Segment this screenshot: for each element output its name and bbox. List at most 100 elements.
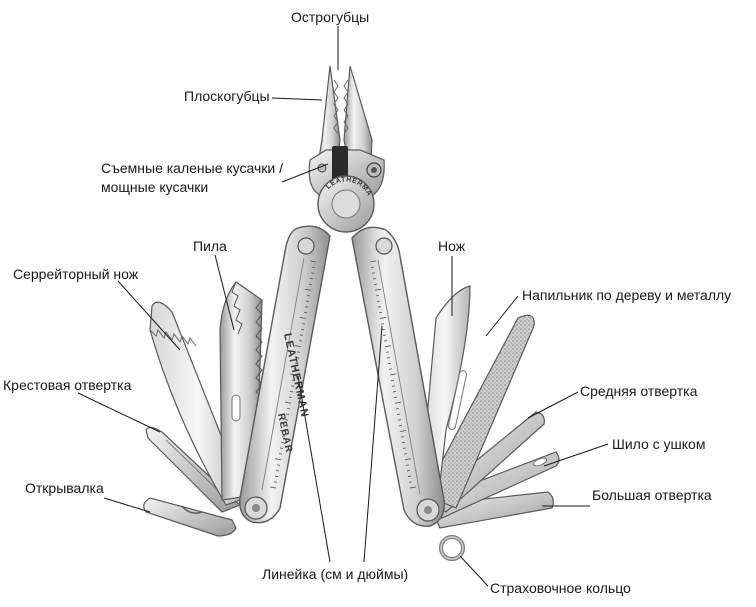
ruler-tick bbox=[369, 260, 376, 263]
leader-lines bbox=[77, 26, 609, 587]
ruler-tick bbox=[280, 430, 287, 432]
ruler-tick bbox=[279, 447, 284, 449]
label-wire-cutters: Съемные каленые кусачки / мощные кусачки bbox=[101, 160, 284, 195]
leader-ruler-right bbox=[363, 325, 383, 563]
ruler-tick bbox=[291, 379, 296, 382]
label-medium-screwdriver: Средняя отвертка bbox=[580, 383, 698, 399]
label-wood-metal-file: Напильник по дереву и металлу bbox=[522, 287, 732, 303]
label-knife: Нож bbox=[438, 238, 466, 254]
label-saw: Пила bbox=[193, 238, 227, 254]
ruler-tick bbox=[300, 317, 307, 319]
ruler-tick bbox=[399, 430, 406, 432]
ruler-tick bbox=[283, 424, 288, 427]
ruler-tick bbox=[294, 362, 299, 365]
label-phillips-screwdriver: Крестовая отвертка bbox=[3, 377, 132, 393]
ruler-tick bbox=[375, 294, 380, 297]
ruler-tick bbox=[370, 266, 375, 269]
ruler-tick bbox=[409, 486, 416, 489]
wood-metal-file-tool bbox=[423, 314, 535, 509]
leader-awl bbox=[543, 443, 609, 467]
ruler-tick bbox=[380, 323, 385, 325]
ruler-tick bbox=[288, 396, 293, 398]
ruler-tick bbox=[303, 311, 308, 314]
ruler-tick bbox=[394, 401, 401, 404]
ruler-tick bbox=[385, 351, 390, 353]
ruler-tick bbox=[391, 385, 396, 387]
ruler-tick bbox=[387, 362, 392, 365]
ruler-tick bbox=[398, 424, 403, 427]
ruler-tick bbox=[306, 294, 311, 297]
ruler-tick bbox=[376, 300, 381, 302]
label-awl: Шило с ушком bbox=[612, 436, 706, 452]
ruler-tick bbox=[402, 447, 407, 449]
ruler-tick bbox=[406, 470, 411, 472]
ruler-tick bbox=[274, 475, 279, 478]
ruler-tick bbox=[293, 368, 298, 370]
ruler-tick bbox=[400, 436, 405, 438]
ruler-tick bbox=[388, 368, 393, 370]
ruler-tick bbox=[383, 340, 388, 342]
ruler-tick bbox=[286, 407, 291, 410]
ruler-tick bbox=[374, 288, 381, 291]
ruler-tick bbox=[392, 391, 397, 393]
ruler-tick bbox=[304, 306, 309, 308]
ruler-tick bbox=[403, 453, 408, 455]
leader-ruler-left bbox=[297, 375, 331, 563]
ruler-tick bbox=[280, 441, 285, 444]
ruler-tick bbox=[395, 407, 400, 410]
ruler-tick bbox=[310, 272, 315, 274]
leader-phillips bbox=[77, 392, 161, 433]
label-needle-nose-pliers: Острогубцы bbox=[291, 9, 370, 25]
label-flat-pliers: Плоскогубцы bbox=[184, 88, 270, 104]
ruler-tick bbox=[285, 413, 290, 415]
label-bottle-opener: Открывалка bbox=[25, 480, 104, 496]
ruler-tick bbox=[396, 413, 401, 415]
leader-wire-cutters bbox=[281, 163, 329, 183]
ruler-tick bbox=[301, 323, 306, 325]
ruler-tick bbox=[381, 328, 386, 331]
ruler-tick bbox=[276, 464, 281, 466]
ruler-tick bbox=[284, 419, 289, 421]
ruler-tick bbox=[275, 458, 282, 461]
large-screwdriver-tool bbox=[429, 491, 554, 529]
ruler-tick bbox=[401, 441, 406, 444]
ruler-tick bbox=[384, 345, 391, 348]
ruler-tick bbox=[278, 453, 283, 455]
ruler-tick bbox=[289, 391, 294, 393]
label-serrated-knife: Серрейторный нож bbox=[13, 266, 139, 282]
leader-file bbox=[485, 295, 519, 337]
label-lanyard-ring: Страховочное кольцо bbox=[490, 580, 631, 596]
ruler-tick bbox=[299, 334, 304, 336]
ruler-tick bbox=[295, 357, 300, 359]
plier-head: LEATHERMAN bbox=[0, 0, 385, 233]
ruler-tick bbox=[296, 351, 301, 353]
ruler-tick bbox=[378, 311, 383, 314]
leader-medium-screwdriver bbox=[527, 391, 579, 419]
ruler-tick bbox=[377, 306, 382, 308]
ruler-tick bbox=[285, 401, 292, 404]
ruler-tick bbox=[389, 373, 396, 376]
ruler-tick bbox=[295, 345, 302, 348]
label-ruler: Линейка (см и дюймы) bbox=[262, 566, 409, 582]
ruler-tick bbox=[305, 288, 312, 291]
ruler-tick bbox=[373, 283, 378, 285]
ruler-tick bbox=[382, 334, 387, 336]
leader-serrated-knife bbox=[117, 280, 181, 351]
ruler-tick bbox=[372, 278, 377, 280]
left-handle-ruler bbox=[270, 260, 317, 489]
leader-bottle-opener bbox=[103, 497, 151, 513]
ruler-tick bbox=[386, 357, 391, 359]
ruler-tick bbox=[371, 272, 376, 274]
ruler-tick bbox=[390, 379, 395, 382]
ruler-tick bbox=[407, 475, 412, 478]
label-large-screwdriver: Большая отвертка bbox=[592, 487, 712, 503]
ruler-tick bbox=[290, 385, 295, 387]
ruler-tick bbox=[281, 436, 286, 438]
right-handle bbox=[351, 226, 445, 527]
right-tools bbox=[419, 285, 560, 529]
leader-flat-pliers bbox=[271, 97, 323, 101]
ruler-tick bbox=[275, 470, 280, 472]
ruler-tick bbox=[309, 278, 314, 280]
